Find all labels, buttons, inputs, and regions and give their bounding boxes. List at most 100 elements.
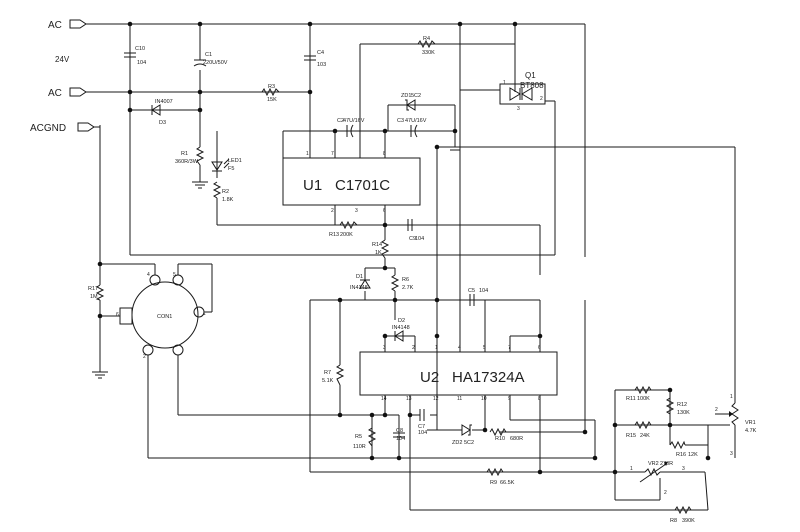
svg-text:13: 13 xyxy=(406,396,412,402)
svg-text:47U/16V: 47U/16V xyxy=(343,118,365,124)
svg-text:3: 3 xyxy=(355,208,358,214)
svg-text:2: 2 xyxy=(143,354,146,360)
svg-text:14: 14 xyxy=(381,396,387,402)
svg-text:ACGND: ACGND xyxy=(30,123,66,134)
svg-text:104: 104 xyxy=(137,60,146,66)
port-ac-top: AC xyxy=(48,19,87,31)
svg-text:F5: F5 xyxy=(228,166,234,172)
svg-text:270R: 270R xyxy=(660,461,673,467)
resistor-r2: R2 1.8K xyxy=(212,181,234,203)
svg-text:130K: 130K xyxy=(677,410,690,416)
svg-text:1: 1 xyxy=(203,311,206,317)
svg-text:C10: C10 xyxy=(135,46,145,52)
svg-text:R16: R16 xyxy=(676,452,686,458)
capacitor-c3: C3 47U/16V xyxy=(397,118,427,138)
svg-text:R15: R15 xyxy=(626,433,636,439)
svg-text:360R/3W: 360R/3W xyxy=(175,159,199,165)
svg-text:BT808: BT808 xyxy=(520,81,544,90)
svg-text:D2: D2 xyxy=(398,318,405,324)
capacitor-c7: C7 104 xyxy=(418,409,427,436)
diode-d1: D1 IN4148 xyxy=(350,274,371,291)
svg-text:2: 2 xyxy=(540,96,543,102)
svg-text:R14: R14 xyxy=(372,242,382,248)
svg-text:5: 5 xyxy=(173,272,176,278)
svg-text:7: 7 xyxy=(508,345,511,351)
svg-text:C2: C2 xyxy=(337,118,344,124)
svg-text:1: 1 xyxy=(503,80,506,86)
svg-text:47U/16V: 47U/16V xyxy=(405,118,427,124)
svg-text:2: 2 xyxy=(331,208,334,214)
svg-text:C1: C1 xyxy=(205,52,212,58)
svg-text:1: 1 xyxy=(730,394,733,400)
supply-label: 24V xyxy=(55,55,70,64)
svg-text:8: 8 xyxy=(538,396,541,402)
svg-text:220U/50V: 220U/50V xyxy=(203,60,228,66)
resistor-r10: R10 680R xyxy=(489,427,523,442)
svg-text:104: 104 xyxy=(415,236,424,242)
svg-text:1: 1 xyxy=(630,466,633,472)
svg-text:R4: R4 xyxy=(423,36,430,42)
svg-text:2: 2 xyxy=(412,345,415,351)
svg-text:6: 6 xyxy=(538,345,541,351)
svg-text:CON1: CON1 xyxy=(157,314,172,320)
capacitor-c9: C9 104 xyxy=(407,219,424,242)
svg-text:R11: R11 xyxy=(626,396,636,402)
resistor-r6: R6 2.7K xyxy=(390,274,414,292)
resistor-r9: R9 66.5K xyxy=(486,467,515,486)
svg-text:VR1: VR1 xyxy=(745,420,756,426)
u2-ref: U2 xyxy=(420,369,439,386)
zener-zd1: ZD1 5C2 xyxy=(401,93,421,111)
capacitor-c5: C5 104 xyxy=(468,288,488,306)
resistor-r15: R15 24K xyxy=(626,420,652,439)
svg-text:680R: 680R xyxy=(510,436,523,442)
svg-text:R2: R2 xyxy=(222,189,229,195)
svg-text:AC: AC xyxy=(48,20,62,31)
diode-d3: IN4007 D3 xyxy=(151,99,173,126)
svg-text:C9: C9 xyxy=(409,236,416,242)
port-ac-bottom: AC xyxy=(48,87,87,99)
svg-text:12K: 12K xyxy=(688,452,698,458)
svg-text:R17: R17 xyxy=(88,286,98,292)
resistor-r11: R11 100K xyxy=(626,385,652,402)
svg-text:3: 3 xyxy=(517,106,520,112)
u1-part: C1701C xyxy=(335,177,390,194)
svg-text:1K: 1K xyxy=(375,250,382,256)
svg-text:R10: R10 xyxy=(495,436,505,442)
svg-text:390K: 390K xyxy=(682,518,695,524)
capacitor-c8: C8 104 xyxy=(393,428,405,442)
svg-text:5C2: 5C2 xyxy=(411,93,421,99)
port-acgnd: ACGND xyxy=(30,122,100,134)
svg-text:100K: 100K xyxy=(637,396,650,402)
svg-text:2.7K: 2.7K xyxy=(402,285,414,291)
svg-text:C5: C5 xyxy=(468,288,475,294)
svg-text:IN4148: IN4148 xyxy=(392,325,410,331)
resistor-r17: R17 1M xyxy=(88,284,105,301)
svg-text:LED1: LED1 xyxy=(228,158,242,164)
connector-con1: CON1 4 5 1 2 6 xyxy=(116,272,206,360)
svg-text:8: 8 xyxy=(383,151,386,157)
capacitor-c1: C1 220U/50V xyxy=(193,52,228,67)
svg-text:R9: R9 xyxy=(490,480,497,486)
svg-text:1: 1 xyxy=(435,345,438,351)
svg-text:5C2: 5C2 xyxy=(464,440,474,446)
svg-text:VR2: VR2 xyxy=(648,461,659,467)
svg-text:C8: C8 xyxy=(396,428,403,434)
svg-text:R7: R7 xyxy=(324,370,331,376)
svg-text:1: 1 xyxy=(306,151,309,157)
svg-text:3: 3 xyxy=(730,451,733,457)
svg-text:104: 104 xyxy=(418,430,427,436)
svg-text:7: 7 xyxy=(331,151,334,157)
resistor-r4: R4 330K xyxy=(417,36,436,56)
svg-text:IN4148: IN4148 xyxy=(350,285,368,291)
svg-text:2: 2 xyxy=(664,490,667,496)
u1-ref: U1 xyxy=(303,177,322,194)
svg-text:R3: R3 xyxy=(268,84,275,90)
svg-text:R12: R12 xyxy=(677,402,687,408)
svg-text:R5: R5 xyxy=(355,434,362,440)
svg-text:104: 104 xyxy=(396,436,405,442)
led-led1: LED1 F5 xyxy=(211,158,242,172)
svg-text:2: 2 xyxy=(715,407,718,413)
resistor-r16: R16 12K xyxy=(669,440,698,458)
ic-u2: U2 HA17324A 3 2 1 4 5 14 13 12 11 10 9 8… xyxy=(359,345,558,402)
resistor-r1: R1 360R/3W xyxy=(175,146,205,166)
